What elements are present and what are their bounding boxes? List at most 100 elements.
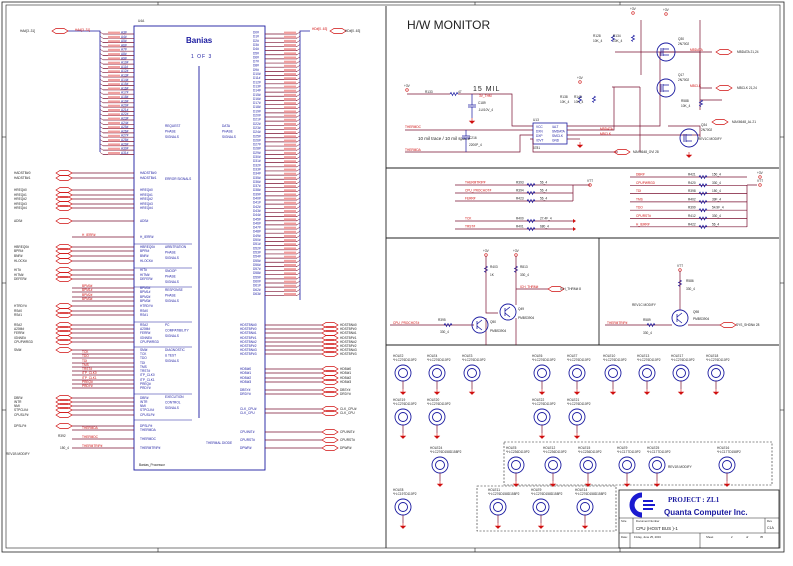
signal-port[interactable] [55,175,73,181]
signal-port-label[interactable]: BPRI# [14,249,23,253]
hole-icon[interactable] [576,498,594,516]
signal-port[interactable] [55,258,73,264]
signal-port-label[interactable]: STPCLK# [14,408,28,412]
signal-port-label[interactable]: HDBI#2 [340,376,351,380]
port-sys-shdn[interactable] [719,322,737,328]
signal-port-label[interactable]: HREQ#2 [14,197,27,201]
signal-port-label[interactable]: HBREQ0# [14,245,29,249]
signal-port[interactable] [55,322,73,328]
data-bus-port-symbol[interactable] [329,28,347,34]
signal-port-label[interactable]: CPUPWRGD [14,340,34,344]
signal-port[interactable] [321,445,339,451]
hole-icon[interactable] [638,364,656,382]
signal-port[interactable] [55,272,73,278]
signal-port[interactable] [321,343,339,349]
hole-icon[interactable] [431,456,449,474]
signal-port-label[interactable]: SMI# [14,348,22,352]
signal-port-label[interactable]: HDSTBN#3 [340,348,357,352]
addr-bus-port-symbol[interactable] [51,28,69,34]
signal-port-label[interactable]: ADS# [14,219,23,223]
hole-icon[interactable] [568,408,586,426]
signal-port[interactable] [321,437,339,443]
signal-port-label[interactable]: INTR [14,400,22,404]
signal-port-label[interactable]: FERR# [14,331,25,335]
hole-icon[interactable] [579,456,597,474]
signal-port[interactable] [321,375,339,381]
signal-port[interactable] [55,303,73,309]
signal-port[interactable] [55,192,73,198]
hole-icon[interactable] [463,364,481,382]
signal-port-label[interactable]: HDSTBN#0 [340,323,357,327]
mosfet-icon[interactable] [679,128,699,148]
signal-port[interactable] [55,403,73,409]
signal-port-label[interactable]: DPSLP# [14,424,26,428]
signal-port[interactable] [55,423,73,429]
signal-port-label[interactable]: NMI [14,404,20,408]
port-max6648-al[interactable] [711,119,729,125]
signal-port-label[interactable]: HIT# [14,268,21,272]
port-ich-thrm[interactable] [547,286,565,292]
port-max6648-ovi[interactable] [613,149,631,155]
signal-port[interactable] [321,429,339,435]
mosfet-icon[interactable] [656,42,676,62]
signal-port-label[interactable]: HDSTBN#1 [340,331,357,335]
signal-port[interactable] [55,253,73,259]
signal-port[interactable] [55,276,73,282]
signal-port-label[interactable]: HDSTBP#1 [340,336,357,340]
signal-port-label[interactable]: HREQ#4 [14,206,27,210]
signal-port-label[interactable]: DEFER# [14,277,27,281]
u13-ic[interactable] [532,122,568,145]
signal-port-label[interactable]: HREQ#1 [14,193,27,197]
signal-port[interactable] [321,322,339,328]
hole-icon[interactable] [394,498,412,516]
hole-icon[interactable] [533,408,551,426]
port-mbclk[interactable] [715,85,733,91]
hole-icon[interactable] [428,408,446,426]
signal-port-label[interactable]: HDSTBP#0 [340,327,357,331]
signal-port-label[interactable]: CPUSLP# [14,413,29,417]
signal-port[interactable] [321,347,339,353]
signal-port-label[interactable]: HADSTB#0 [14,171,31,175]
signal-port-label[interactable]: HDBI#3 [340,380,351,384]
signal-port[interactable] [321,391,339,397]
hole-icon[interactable] [394,408,412,426]
signal-port-label[interactable]: CLK_CPU [340,411,355,415]
signal-port-label[interactable]: RS#1 [14,313,22,317]
hole-icon[interactable] [544,456,562,474]
signal-port-label[interactable]: RS#0 [14,309,22,313]
signal-port-label[interactable]: DRDY# [340,392,351,396]
signal-port-label[interactable]: HDSTBP#3 [340,352,357,356]
signal-port-label[interactable]: HREQ#3 [14,202,27,206]
signal-port[interactable] [55,170,73,176]
hole-icon[interactable] [672,364,690,382]
hole-icon[interactable] [568,364,586,382]
port-label[interactable]: MBDATA 21,24 [737,50,759,54]
signal-port-label[interactable]: CPUINIT# [340,430,355,434]
signal-port[interactable] [321,351,339,357]
port-label[interactable]: MBCLK 21,24 [737,86,757,90]
signal-port[interactable] [55,412,73,418]
signal-port-label[interactable]: HDBI#0 [340,367,351,371]
hole-icon[interactable] [532,498,550,516]
signal-port[interactable] [321,379,339,385]
signal-port-label[interactable]: HTRDY# [14,304,27,308]
signal-port[interactable] [55,267,73,273]
port-label[interactable]: SYS_SHDN# 28 [736,323,760,327]
signal-port[interactable] [321,339,339,345]
signal-port-label[interactable]: DPWR# [340,446,352,450]
data-bus-port[interactable]: HD#[0..63] [345,29,360,33]
signal-port[interactable] [321,335,339,341]
addr-bus-port[interactable]: HA#[3..31] [20,29,35,33]
port-label[interactable]: MAX6648_OVI 28 [633,150,659,154]
signal-port[interactable] [321,366,339,372]
hole-icon[interactable] [489,498,507,516]
signal-port-label[interactable]: HLOCK# [14,259,27,263]
signal-port-label[interactable]: HITM# [14,273,24,277]
signal-port-label[interactable]: DBSY# [340,388,351,392]
signal-port[interactable] [55,201,73,207]
signal-port[interactable] [55,326,73,332]
signal-port[interactable] [321,406,339,412]
hole-icon[interactable] [718,456,736,474]
cpu-symbol[interactable] [133,25,266,471]
hole-icon[interactable] [604,364,622,382]
